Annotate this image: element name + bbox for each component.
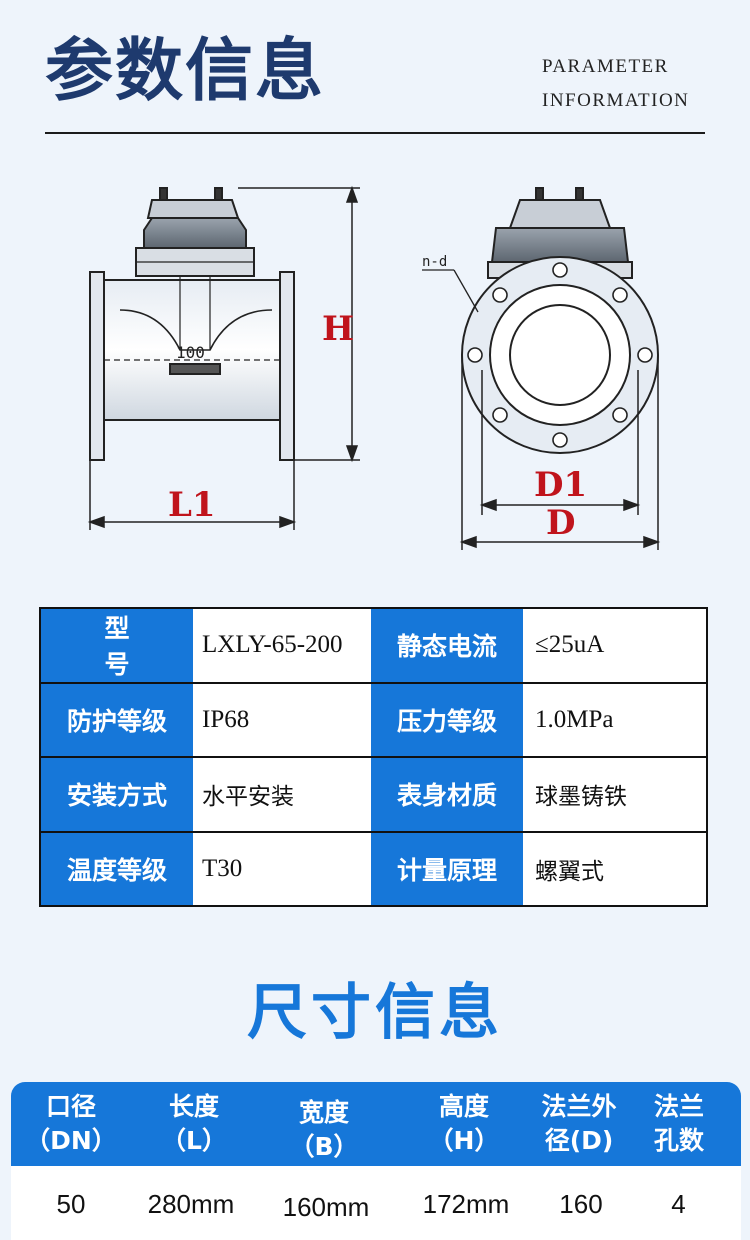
table-row: 型号 LXLY-65-200 静态电流 ≤25uA xyxy=(40,608,707,684)
header-height: 高度 （H） xyxy=(409,1090,519,1158)
table-row: 温度等级 T30 计量原理 螺翼式 xyxy=(40,831,707,906)
front-view xyxy=(461,187,659,454)
subtitle-line-1: PARAMETER xyxy=(542,56,669,77)
page-subtitle: PARAMETER INFORMATION xyxy=(542,50,689,118)
dimension-d1-d xyxy=(459,355,661,550)
page-header: 参数信息 PARAMETER INFORMATION xyxy=(45,28,705,136)
header-length-line1: 长度 xyxy=(168,1092,219,1121)
header-flange-diameter: 法兰外 径(D) xyxy=(529,1090,629,1158)
label-pressure: 压力等级 xyxy=(371,682,523,758)
value-flange-diameter: 160 xyxy=(559,1189,603,1219)
section-title-dimensions: 尺寸信息 xyxy=(247,978,503,1048)
value-material: 球墨铸铁 xyxy=(523,757,707,833)
page-title: 参数信息 xyxy=(45,32,326,111)
header-dn: 口径 （DN） xyxy=(21,1090,121,1158)
value-length: 280mm xyxy=(147,1189,235,1219)
header-width-line1: 宽度 xyxy=(298,1098,349,1127)
value-principle: 螺翼式 xyxy=(523,831,707,906)
label-d1: D1 xyxy=(534,465,587,505)
header-length-line2: （L） xyxy=(161,1126,227,1155)
subtitle-line-2: INFORMATION xyxy=(542,90,690,111)
parameter-table: 型号 LXLY-65-200 静态电流 ≤25uA 防护等级 IP68 压力等级… xyxy=(39,607,708,907)
label-material: 表身材质 xyxy=(371,757,523,833)
label-principle: 计量原理 xyxy=(371,831,523,906)
water-meter-diagram: 100 H L1 n-d xyxy=(87,185,661,550)
value-dn: 50 xyxy=(56,1189,86,1219)
dimension-l1 xyxy=(87,460,297,530)
header-width-line2: （B） xyxy=(289,1132,359,1161)
value-flange-holes: 4 xyxy=(671,1189,686,1219)
header-length: 长度 （L） xyxy=(139,1090,249,1158)
table-row: 防护等级 IP68 压力等级 1.0MPa xyxy=(40,682,707,758)
label-l1: L1 xyxy=(168,485,216,525)
header-divider xyxy=(45,132,705,134)
label-100: 100 xyxy=(176,343,205,362)
header-height-line2: （H） xyxy=(428,1126,500,1155)
leader-nd xyxy=(422,269,479,313)
header-flange-diameter-line2: 径(D) xyxy=(544,1126,614,1155)
label-h: H xyxy=(322,309,354,349)
value-static-current: ≤25uA xyxy=(523,608,707,684)
dimension-h xyxy=(238,185,360,463)
header-dn-line2: （DN） xyxy=(25,1126,117,1155)
dimension-table: 口径 （DN） 长度 （L） 宽度 （B） 高度 （H） 法兰外 径(D) 法兰… xyxy=(11,1082,741,1240)
label-install: 安装方式 xyxy=(40,757,193,833)
flange-holes xyxy=(467,262,653,448)
value-width: 160mm xyxy=(282,1192,370,1222)
table-row: 安装方式 水平安装 表身材质 球墨铸铁 xyxy=(40,757,707,833)
dimension-table-body xyxy=(11,1166,741,1240)
header-flange-holes: 法兰 孔数 xyxy=(639,1090,719,1158)
header-height-line1: 高度 xyxy=(438,1092,489,1121)
header-flange-diameter-line1: 法兰外 xyxy=(541,1092,617,1121)
dimension-table-header xyxy=(11,1082,741,1166)
header-width: 宽度 （B） xyxy=(269,1096,379,1164)
label-d: D xyxy=(546,503,575,543)
value-protection: IP68 xyxy=(193,682,371,758)
header-dn-line1: 口径 xyxy=(45,1092,96,1121)
value-pressure: 1.0MPa xyxy=(523,682,707,758)
value-temperature: T30 xyxy=(193,831,371,906)
label-nd: n-d xyxy=(422,254,447,270)
value-model: LXLY-65-200 xyxy=(193,608,371,684)
label-model: 型号 xyxy=(40,608,193,684)
side-view xyxy=(89,187,295,461)
value-install: 水平安装 xyxy=(193,757,371,833)
label-protection: 防护等级 xyxy=(40,682,193,758)
header-flange-holes-line2: 孔数 xyxy=(653,1126,704,1155)
label-static-current: 静态电流 xyxy=(371,608,523,684)
header-flange-holes-line1: 法兰 xyxy=(653,1092,704,1121)
value-height: 172mm xyxy=(422,1189,510,1219)
label-temperature: 温度等级 xyxy=(40,831,193,906)
